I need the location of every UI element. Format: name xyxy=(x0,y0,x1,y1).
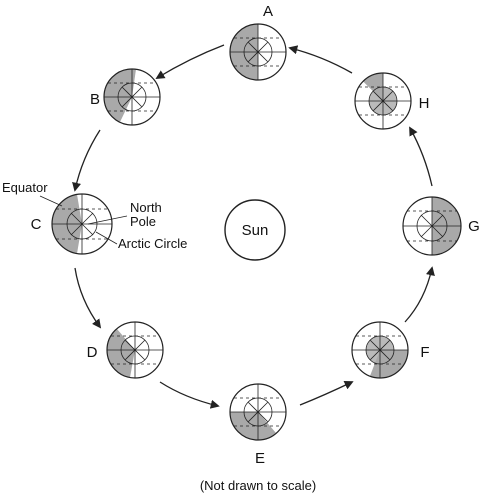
callouts: Equator North Pole Arctic Circle xyxy=(2,180,187,251)
position-label-c: C xyxy=(31,216,42,233)
north-pole-label-line2: Pole xyxy=(130,214,156,229)
earth-c xyxy=(51,193,113,255)
arctic-circle-label: Arctic Circle xyxy=(118,236,187,251)
earth-b xyxy=(103,68,161,126)
orbit-arrows xyxy=(72,44,435,409)
position-label-a: A xyxy=(263,3,273,20)
arrow-h-to-a xyxy=(288,45,353,74)
sun-label: Sun xyxy=(242,222,269,239)
position-label-b: B xyxy=(90,91,100,108)
position-label-f: F xyxy=(420,344,429,361)
arrow-c-to-d xyxy=(74,267,102,329)
earth-h xyxy=(354,72,412,130)
earth-a xyxy=(229,23,287,81)
arrow-g-to-h xyxy=(409,126,433,187)
arrow-a-to-b xyxy=(155,44,225,79)
position-label-e: E xyxy=(255,450,265,467)
earth-f xyxy=(351,321,409,379)
earth-e xyxy=(229,383,287,441)
earth-d xyxy=(106,321,164,379)
arrow-d-to-e xyxy=(159,381,220,409)
equator-label: Equator xyxy=(2,180,48,195)
arrow-b-to-c xyxy=(72,129,101,192)
arrow-e-to-f xyxy=(299,381,354,406)
earth-g xyxy=(402,196,462,256)
position-label-d: D xyxy=(87,344,98,361)
position-label-h: H xyxy=(419,95,430,112)
north-pole-label-line1: North xyxy=(130,200,162,215)
arrow-f-to-g xyxy=(404,266,435,323)
position-label-g: G xyxy=(468,218,480,235)
sun: Sun xyxy=(224,199,286,261)
caption: (Not drawn to scale) xyxy=(200,478,316,493)
